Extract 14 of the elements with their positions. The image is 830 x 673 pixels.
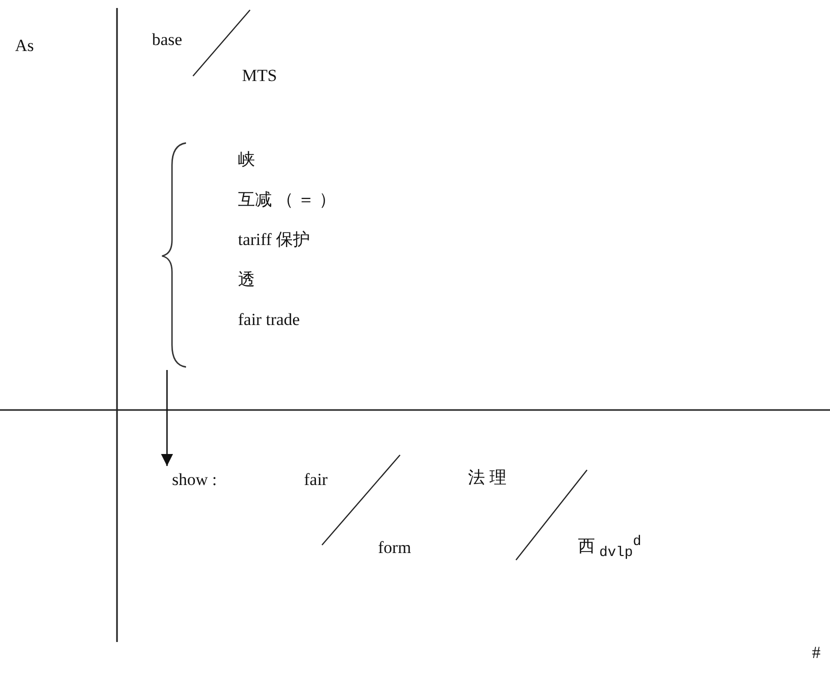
- text-label: show :: [172, 470, 217, 490]
- arrow: [161, 370, 173, 466]
- text-label: form: [378, 538, 412, 558]
- text-label: 法 理: [468, 468, 506, 488]
- text-label: fair: [304, 470, 328, 490]
- text-line: 峡: [238, 150, 255, 170]
- text-line: tariff 保护: [238, 230, 310, 250]
- text-label: base: [152, 30, 182, 50]
- text-line: 透: [238, 270, 255, 290]
- text-line: 互减 （ ＝ ）: [238, 190, 336, 210]
- text-label: MTS: [242, 66, 277, 86]
- text-label: As: [15, 36, 34, 56]
- text-label: #: [812, 643, 820, 663]
- text-line: fair trade: [238, 310, 300, 330]
